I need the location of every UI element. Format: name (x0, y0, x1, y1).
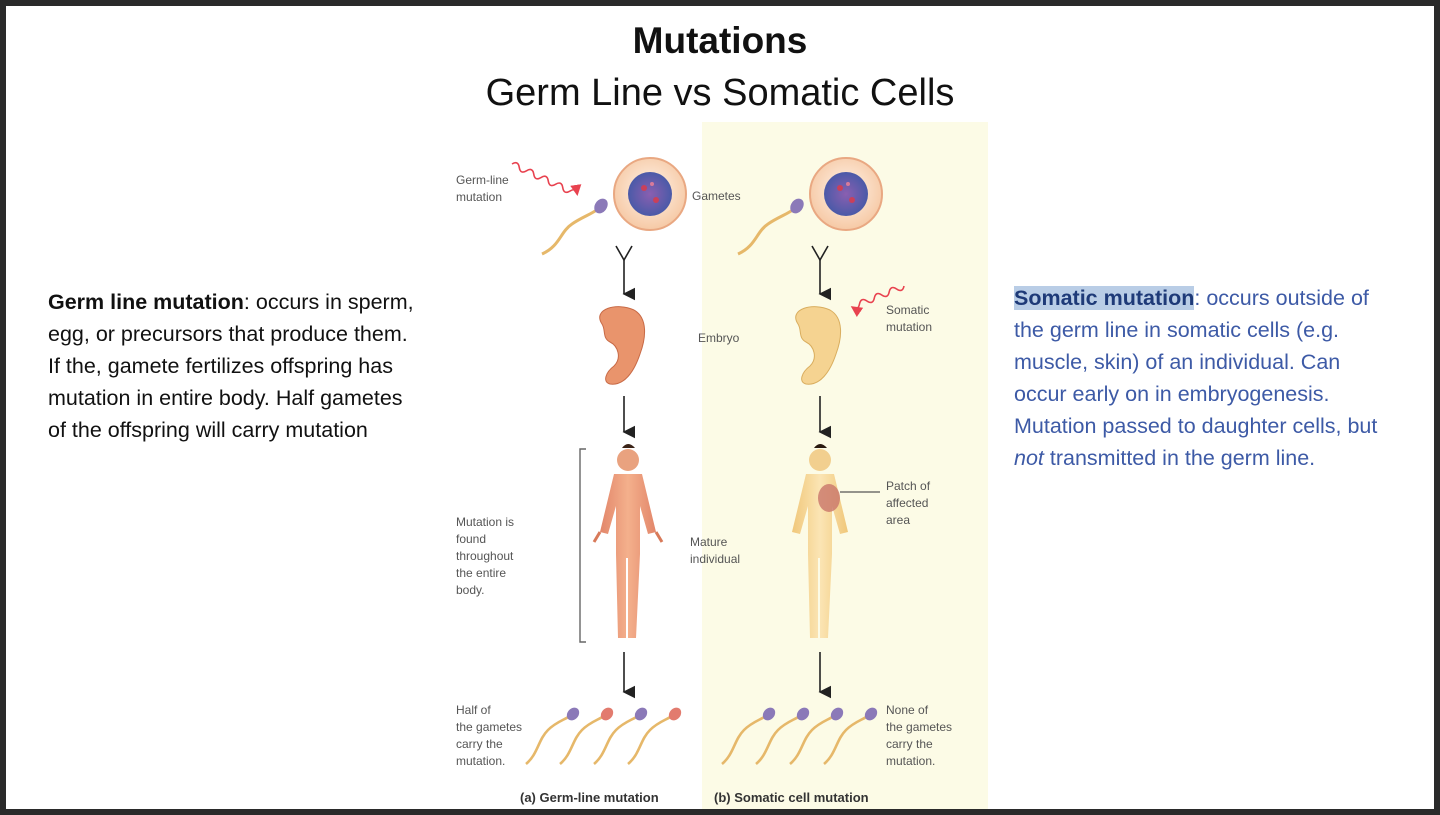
caption-germline: (a) Germ-line mutation (520, 790, 659, 805)
label-embryo: Embryo (698, 331, 740, 345)
label-somatic-mutation: Somatic mutation (886, 303, 933, 334)
label-germline-mutation: Germ-line mutation (456, 173, 509, 204)
label-none-gametes: None of the gametes carry the mutation. (886, 703, 953, 768)
label-half-gametes: Half of the gametes carry the mutation. (456, 703, 523, 768)
somatic-gametes (737, 157, 883, 256)
somatic-term: Somatic mutation (1014, 286, 1195, 310)
somatic-embryo (795, 285, 905, 385)
somatic-definition-part2: transmitted in the germ line. (1043, 446, 1316, 470)
somatic-definition-part1: : occurs outside of the germ line in som… (1014, 286, 1378, 438)
label-mature-individual: Mature individual (690, 535, 741, 566)
slide-subtitle: Germ Line vs Somatic Cells (485, 72, 955, 114)
diagram-illustration (511, 122, 988, 809)
slide-title: Mutations (632, 20, 808, 61)
somatic-definition-emphasis: not (1014, 446, 1044, 470)
germline-fertilization-arrow (615, 245, 636, 301)
germline-bracket (579, 448, 586, 643)
germline-embryo (599, 306, 645, 385)
germline-gametes (511, 157, 687, 256)
label-gametes: Gametes (692, 189, 741, 203)
label-patch-affected: Patch of affected area (886, 479, 931, 527)
somatic-fertilization-arrow (811, 245, 832, 301)
somatic-offspring-gametes (721, 707, 878, 765)
somatic-adult (792, 444, 848, 638)
label-mutation-found: Mutation is found throughout the entire … (456, 515, 515, 597)
slide: Mutations Germ Line vs Somatic Cells Ger… (6, 6, 1434, 809)
germline-offspring-gametes (525, 707, 682, 765)
somatic-panel (702, 122, 988, 809)
germline-term: Germ line mutation (48, 290, 244, 314)
germline-definition: : occurs in sperm, egg, or precursors th… (48, 290, 414, 442)
somatic-description: Somatic mutation: occurs outside of the … (1014, 282, 1394, 474)
mutation-diagram: Germ-line mutation Gametes Embryo Somati… (442, 114, 1002, 809)
caption-somatic: (b) Somatic cell mutation (714, 790, 869, 805)
germline-description: Germ line mutation: occurs in sperm, egg… (48, 286, 418, 446)
germline-adult (592, 444, 664, 638)
